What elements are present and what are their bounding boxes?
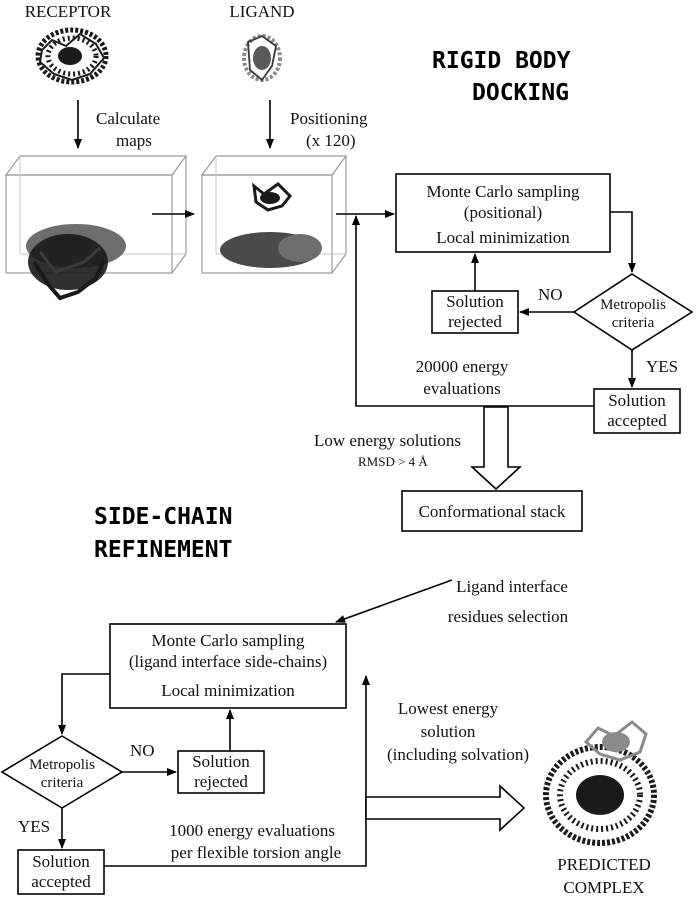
ligand-label: LIGAND — [229, 2, 294, 21]
side-rejected-line1: Solution — [192, 752, 250, 771]
rigid-mc-line3: Local minimization — [436, 228, 570, 247]
rigid-metropolis-diamond: Metropolis criteria — [572, 273, 694, 351]
lowest-energy-line2: solution — [421, 722, 476, 741]
side-solution-accepted-box: Solution accepted — [17, 849, 105, 895]
rigid-accepted-line2: accepted — [607, 411, 667, 430]
rigid-mc-line1: Monte Carlo sampling — [427, 182, 580, 201]
ligand-interface-selection-line1: Ligand interface — [456, 577, 568, 596]
ligand-interface-selection-line2: residues selection — [448, 607, 569, 626]
calculate-maps-label-line2: maps — [116, 131, 152, 150]
rigid-mc-line2: (positional) — [464, 203, 542, 222]
predicted-complex-label-line2: COMPLEX — [563, 878, 644, 897]
calculate-maps-label-line1: Calculate — [96, 109, 160, 128]
stack-to-side-mc-arrow — [335, 579, 453, 623]
side-yes-label: YES — [18, 817, 50, 836]
receptor-map-grid-box — [4, 155, 188, 301]
rigid-no-label: NO — [538, 285, 563, 304]
positioning-label-line2: (x 120) — [306, 131, 356, 150]
lowest-energy-fat-arrow — [365, 784, 526, 832]
rigid-rejected-line1: Solution — [446, 292, 504, 311]
positioning-label-line1: Positioning — [290, 109, 368, 128]
lowest-energy-line3: (including solvation) — [387, 745, 529, 764]
rigid-metropolis-line1: Metropolis — [600, 297, 666, 313]
rigid-solution-accepted-box: Solution accepted — [593, 388, 681, 434]
side-mc-box: Monte Carlo sampling (ligand interface s… — [109, 623, 347, 709]
side-no-label: NO — [130, 741, 155, 760]
predicted-complex-label-line1: PREDICTED — [557, 855, 651, 874]
side-rejected-line2: rejected — [194, 772, 248, 791]
conformational-stack-box: Conformational stack — [401, 490, 583, 532]
receptor-label: RECEPTOR — [25, 2, 112, 21]
side-mc-to-metropolis-arrow — [58, 673, 110, 735]
rmsd-label: RMSD > 4 Å — [358, 454, 428, 469]
side-mc-line1: Monte Carlo sampling — [152, 631, 305, 650]
rigid-evals-line2: evaluations — [423, 379, 500, 398]
rigid-yes-label: YES — [646, 357, 678, 376]
side-evals-line1: 1000 energy evaluations — [169, 821, 335, 840]
ligand-molecule-icon — [242, 34, 282, 82]
side-metropolis-line1: Metropolis — [29, 757, 95, 773]
side-chain-refinement-title-line1: SIDE-CHAIN — [94, 504, 232, 530]
predicted-complex-molecule-icon — [543, 720, 657, 846]
rigid-body-docking-title-line2: DOCKING — [472, 80, 569, 106]
side-mc-line3: Local minimization — [161, 681, 295, 700]
side-accepted-line1: Solution — [32, 852, 90, 871]
side-feedback-loop-arrow — [104, 675, 370, 867]
rigid-evals-line1: 20000 energy — [416, 357, 509, 376]
mc-to-metropolis-arrow — [610, 211, 636, 273]
receptor-molecule-icon — [35, 27, 109, 85]
lowest-energy-line1: Lowest energy — [398, 699, 499, 718]
low-energy-fat-arrow — [469, 406, 523, 491]
side-accepted-line2: accepted — [31, 872, 91, 891]
side-metropolis-diamond: Metropolis criteria — [0, 735, 124, 809]
side-evals-line2: per flexible torsion angle — [171, 843, 341, 862]
rigid-mc-box: Monte Carlo sampling (positional) Local … — [395, 173, 611, 253]
rigid-feedback-loop-arrow — [352, 215, 594, 407]
side-chain-refinement-title-line2: REFINEMENT — [94, 537, 232, 563]
rigid-accepted-line1: Solution — [608, 391, 666, 410]
side-mc-line2: (ligand interface side-chains) — [129, 652, 327, 671]
conformational-stack-label: Conformational stack — [419, 502, 566, 521]
rigid-rejected-line2: rejected — [448, 312, 502, 331]
rigid-solution-rejected-box: Solution rejected — [431, 290, 519, 334]
side-metropolis-line2: criteria — [41, 775, 84, 791]
rigid-metropolis-line2: criteria — [612, 315, 655, 331]
low-energy-label: Low energy solutions — [314, 431, 461, 450]
rigid-body-docking-title-line1: RIGID BODY — [432, 48, 571, 74]
ligand-positioned-grid-box — [200, 155, 348, 274]
side-solution-rejected-box: Solution rejected — [177, 750, 265, 794]
